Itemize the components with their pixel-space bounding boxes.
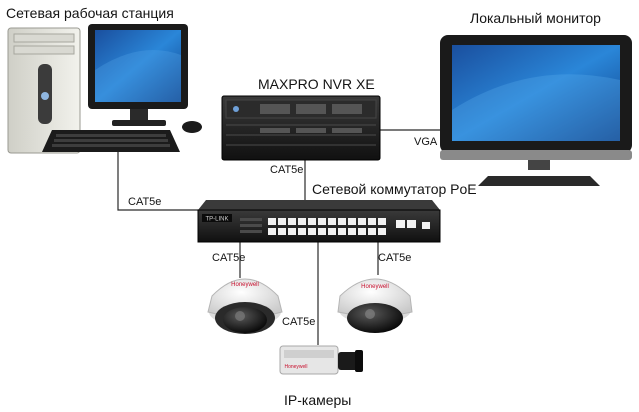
dome-camera-right: Honeywell [337,278,413,333]
nvr-device [221,95,381,161]
workstation-computer [7,24,202,154]
label-switch: Сетевой коммутатор PoE [312,181,477,197]
connection-lines [117,129,460,345]
label-monitor: Локальный монитор [470,10,601,26]
box-camera-lens [338,352,360,370]
mouse [182,121,202,133]
camera-logo-right: Honeywell [361,284,389,290]
camera-logo-box: Honeywell [284,364,307,370]
label-nvr: MAXPRO NVR XE [258,76,375,92]
label-workstation: Сетевая рабочая станция [6,5,174,21]
poe-switch: TP-LINK [197,200,441,243]
label-cat5e-camera-left: CAT5e [212,252,246,264]
label-cat5e-nvr: CAT5e [270,164,304,176]
local-monitor [440,35,632,186]
link-workstation-switch [117,150,205,211]
box-camera: Honeywell [279,345,363,375]
monitor-screen [452,45,620,141]
switch-logo-plate [202,214,232,222]
label-ip-cameras: IP-камеры [284,392,352,408]
switch-ports [268,218,430,235]
switch-logo: TP-LINK [205,217,228,223]
power-button [41,92,49,100]
drive-bay [13,33,75,43]
label-vga: VGA [414,136,438,148]
workstation-screen [95,30,181,102]
camera-logo-left: Honeywell [231,282,259,288]
label-cat5e-workstation: CAT5e [128,196,162,208]
label-cat5e-camera-middle: CAT5e [282,316,316,328]
label-cat5e-camera-right: CAT5e [378,252,412,264]
drive-bay [13,45,75,55]
dome-camera-left: Honeywell [207,278,283,334]
